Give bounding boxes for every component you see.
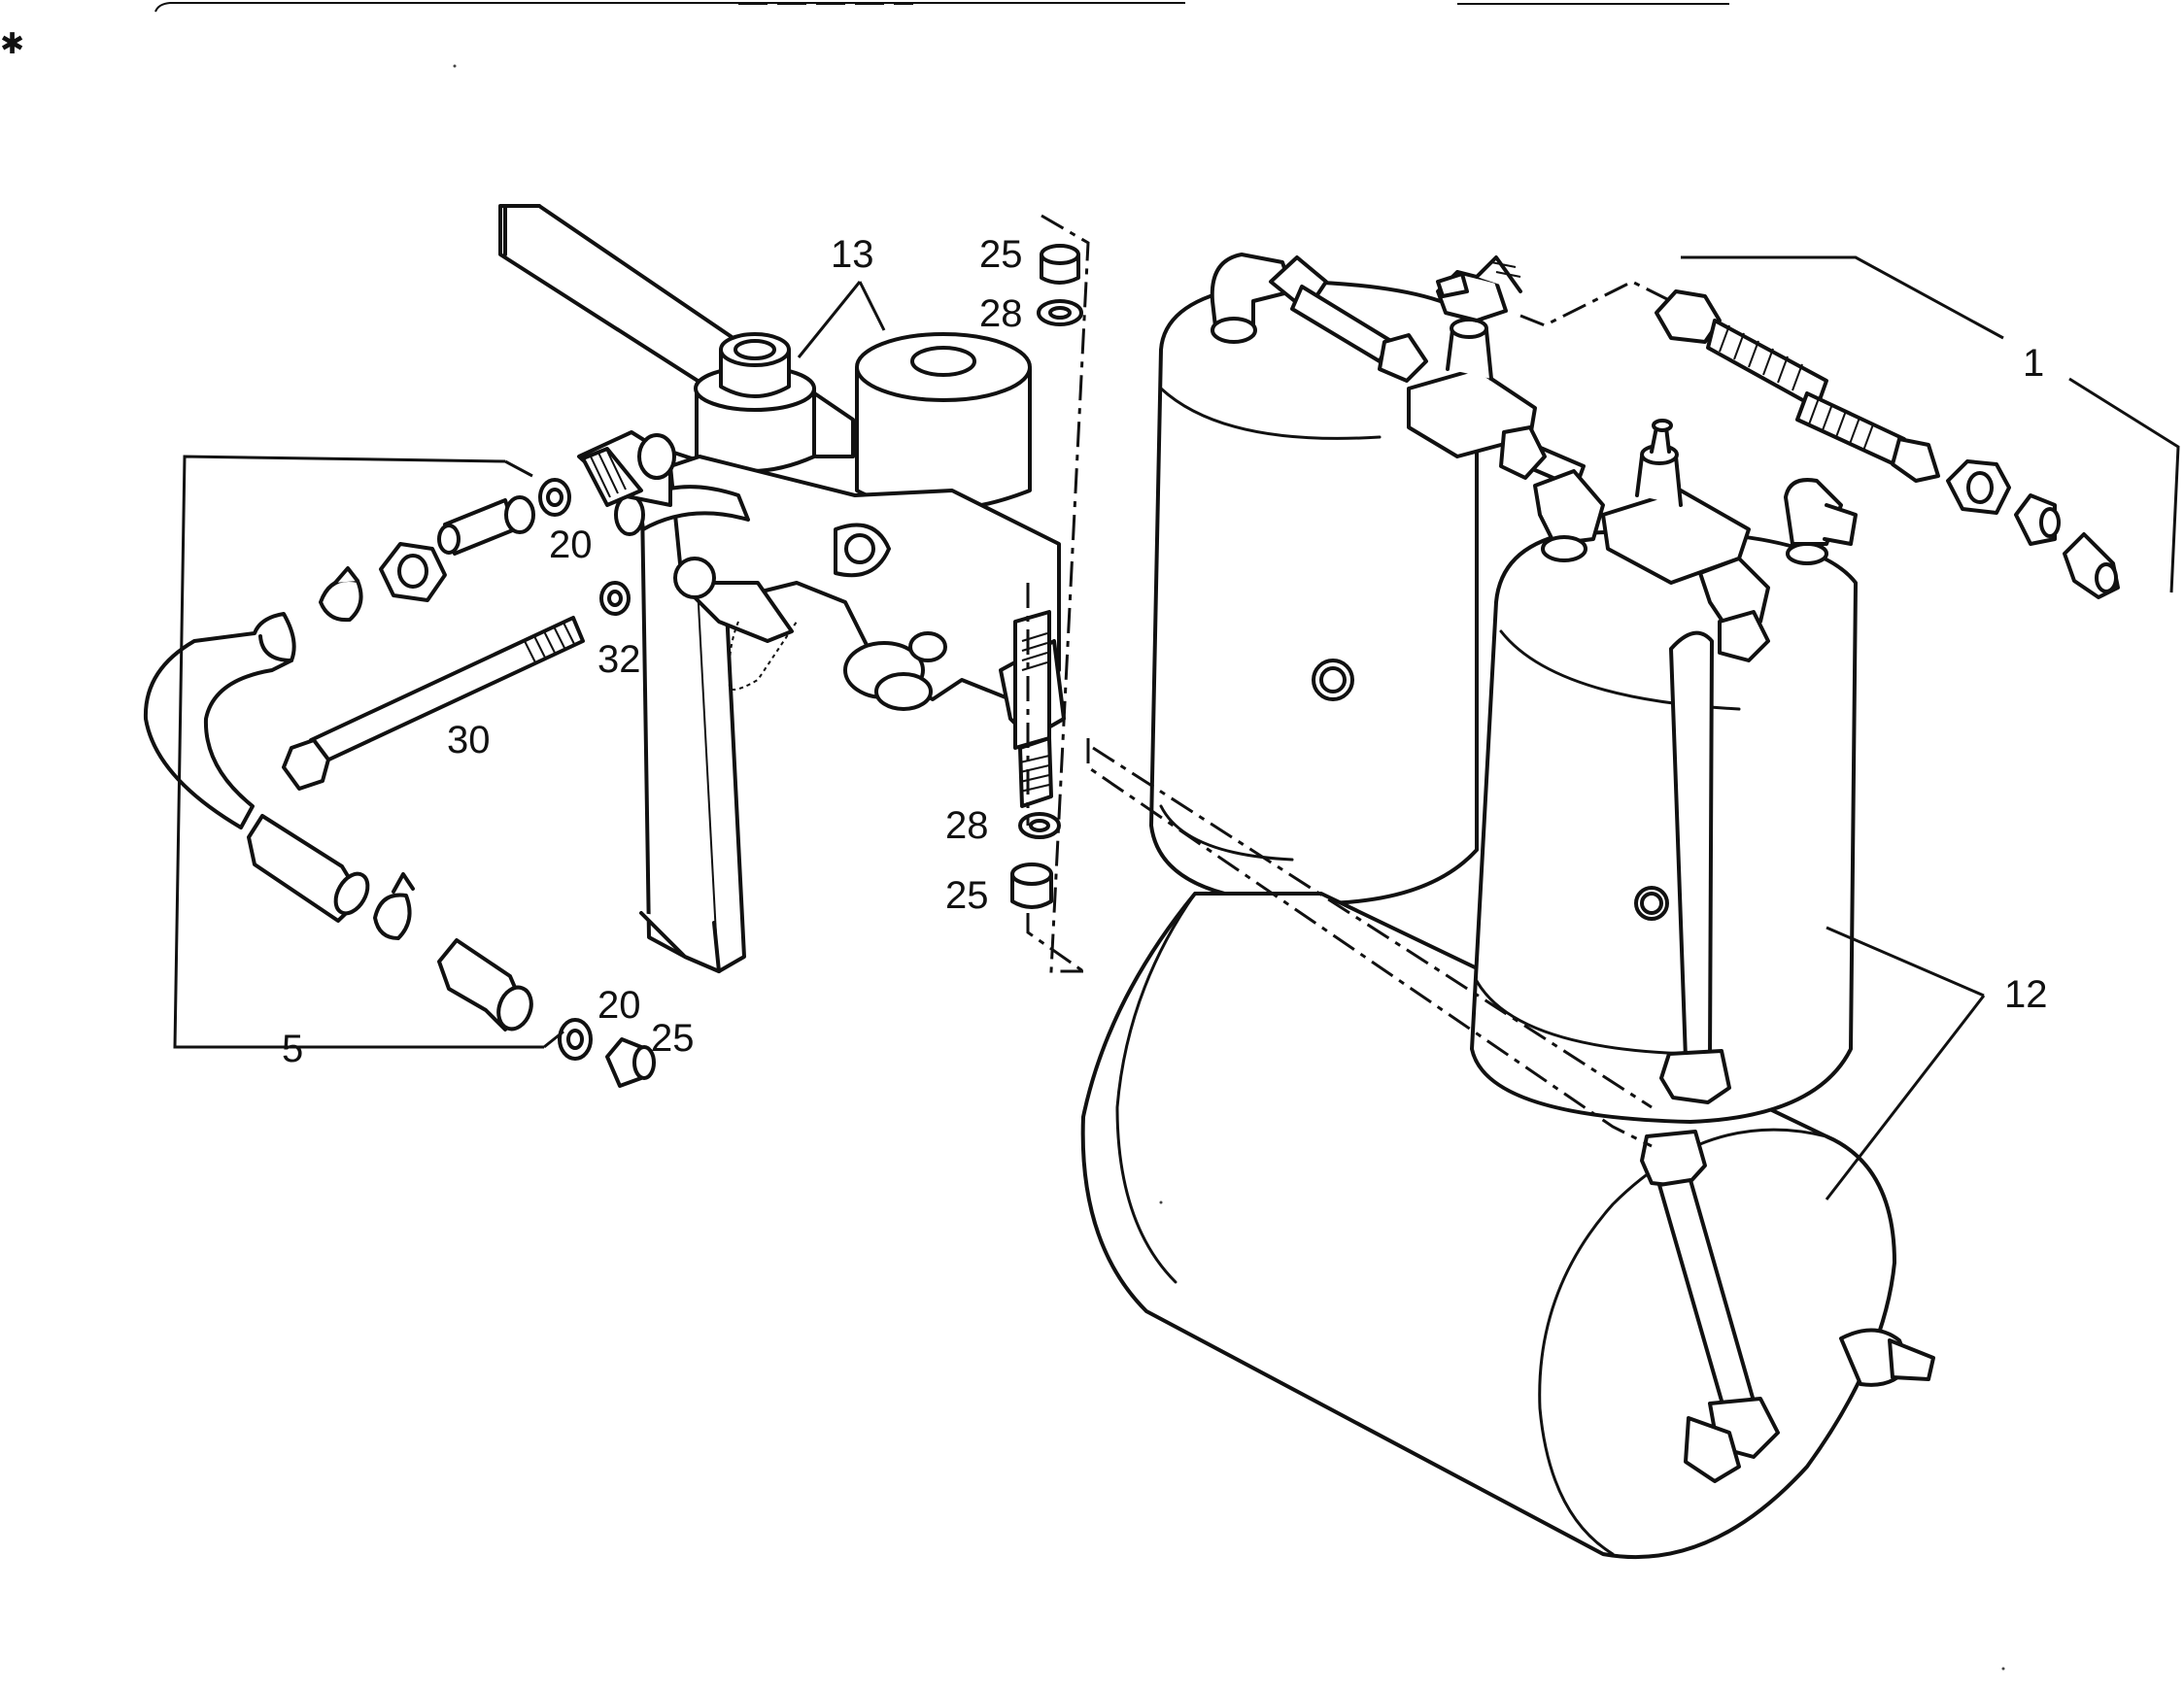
callout-28-top: 28 [979,292,1023,335]
callout-5: 5 [282,1028,303,1070]
scan-specks [453,64,2005,1671]
callout-12: 12 [2004,973,2048,1016]
callout-25-lower: 25 [651,1017,695,1060]
callout-32: 32 [597,638,641,681]
leader-lines [797,281,1986,1201]
scan-top-edge [154,1,1729,13]
callout-20-upper: 20 [549,524,593,566]
hose-clamp-lower [373,893,412,940]
callout-labels: 13 25 28 1 20 32 30 28 25 12 20 25 5 [282,233,2048,1070]
callout-20-lower: 20 [597,984,641,1027]
hose-clamp-upper [319,578,363,623]
scan-mark: ✱ [0,28,24,60]
right-exploded-parts [1655,255,2180,599]
callout-30: 30 [447,719,491,761]
callout-1: 1 [2023,342,2044,385]
hose-lower [247,814,363,923]
valve-assembly [577,332,1066,808]
tank-upper-left [1149,280,1479,905]
callout-25-bottom: 25 [945,874,989,917]
callout-25-top: 25 [979,233,1023,276]
tank-lower-horizontal [1080,892,1935,1559]
left-exploded-parts [143,447,656,1088]
tank-upper-right [1470,529,1858,1124]
center-fitting-parts [1010,214,1090,973]
callout-13: 13 [831,233,874,276]
tank-piping [1086,253,1858,1483]
hose-upper [143,612,296,829]
callout-28-bottom: 28 [945,804,989,847]
